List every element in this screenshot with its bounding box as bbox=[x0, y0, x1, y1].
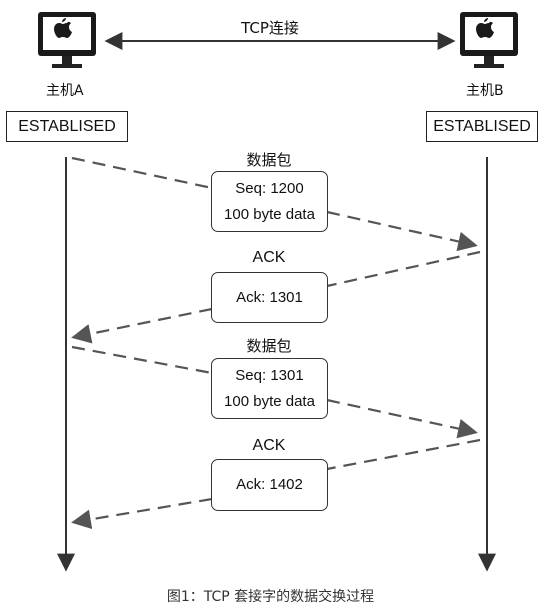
message-arrow-1-part-1 bbox=[71, 156, 213, 190]
message-arrow-3-part-1 bbox=[71, 345, 213, 375]
host-b-label: 主机B bbox=[466, 83, 504, 99]
packet-box: Ack: 1301 bbox=[211, 272, 328, 323]
message-arrow-4-part-2 bbox=[71, 497, 213, 530]
packet-line: Ack: 1402 bbox=[236, 476, 303, 493]
packet-line: Seq: 1200 bbox=[235, 179, 304, 197]
message-label: ACK bbox=[252, 249, 286, 266]
imac-computer-icon bbox=[460, 12, 518, 68]
packet-line: Seq: 1301 bbox=[235, 366, 304, 384]
message-label: ACK bbox=[252, 437, 286, 454]
message-arrow-4-part-1 bbox=[326, 438, 481, 471]
message-arrow-3-part-2 bbox=[326, 398, 478, 439]
packet-box: Seq: 1301 100 byte data bbox=[211, 358, 328, 419]
message-arrow-2-part-2 bbox=[71, 307, 213, 344]
packet-line: 100 byte data bbox=[224, 205, 315, 223]
host-a-state-box: ESTABLISED bbox=[6, 111, 128, 142]
imac-computer-icon bbox=[38, 12, 96, 68]
packet-line: Ack: 1301 bbox=[236, 288, 303, 306]
message-label: 数据包 bbox=[246, 337, 292, 355]
message-arrow-2-part-1 bbox=[326, 250, 481, 288]
tcp-connection-label: TCP连接 bbox=[241, 19, 299, 37]
host-a-label: 主机A bbox=[46, 83, 84, 99]
packet-box: Seq: 1200 100 byte data bbox=[211, 171, 328, 232]
packet-box: Ack: 1402 bbox=[211, 459, 328, 511]
figure-caption: 图1：TCP 套接字的数据交换过程 bbox=[166, 589, 375, 605]
message-arrow-1-part-2 bbox=[326, 210, 478, 252]
host-b-state-box: ESTABLISED bbox=[426, 111, 538, 142]
packet-line: 100 byte data bbox=[224, 392, 315, 410]
message-label: 数据包 bbox=[246, 151, 292, 169]
